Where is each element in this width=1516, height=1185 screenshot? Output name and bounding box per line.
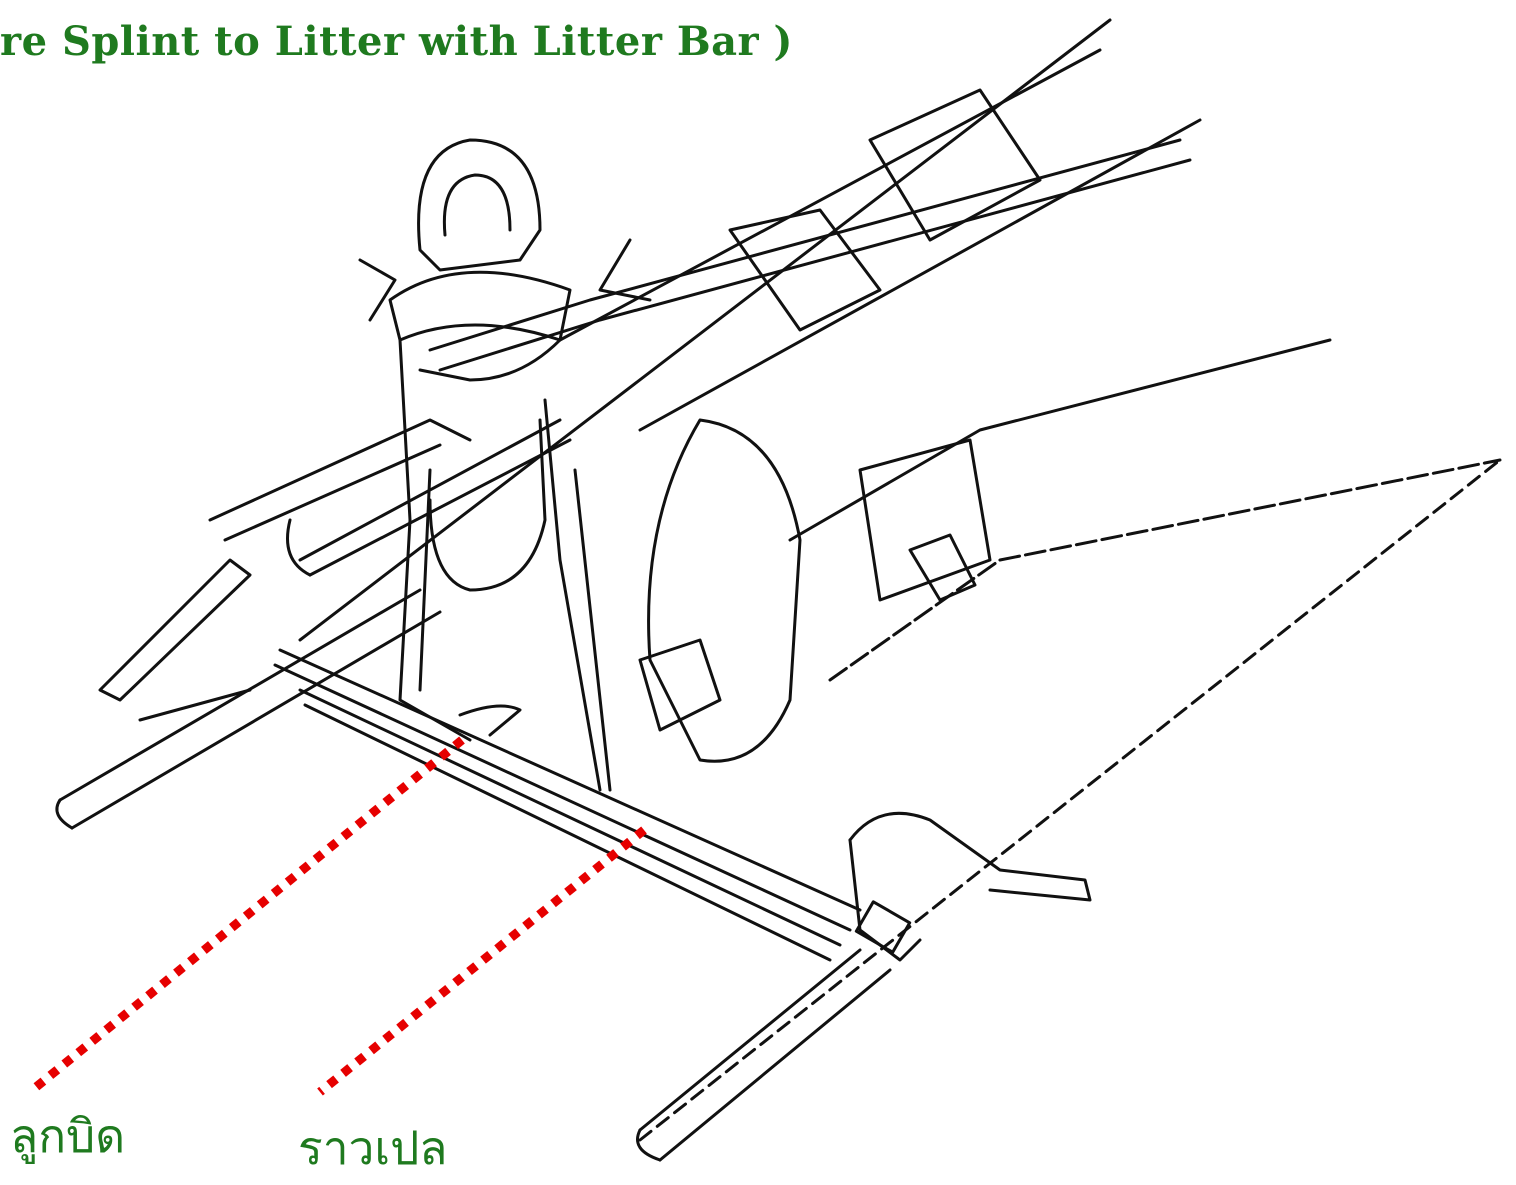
- litter-bar: [273, 648, 862, 962]
- litter-pole-left: [55, 558, 442, 830]
- ankle-hitch: [358, 138, 652, 342]
- litter-strap: [848, 811, 1092, 962]
- patient-boot-left: [428, 418, 547, 592]
- pointer-line-litter-rail: [317, 826, 647, 1096]
- label-litter-rail: ราวเปล: [298, 1121, 448, 1175]
- pointer-lines: [27, 736, 647, 1096]
- litter-pole-right: [636, 948, 892, 1162]
- patient-leg-booted: [638, 338, 1502, 763]
- pointer-line-knob: [27, 736, 465, 1096]
- patient-leg-splinted: [418, 48, 1202, 432]
- label-knob: ลูกบิด: [10, 1109, 126, 1163]
- traction-straps: [398, 338, 612, 792]
- litter-canvas: [138, 18, 1502, 1142]
- figure-title: re Splint to Litter with Litter Bar ): [0, 18, 793, 65]
